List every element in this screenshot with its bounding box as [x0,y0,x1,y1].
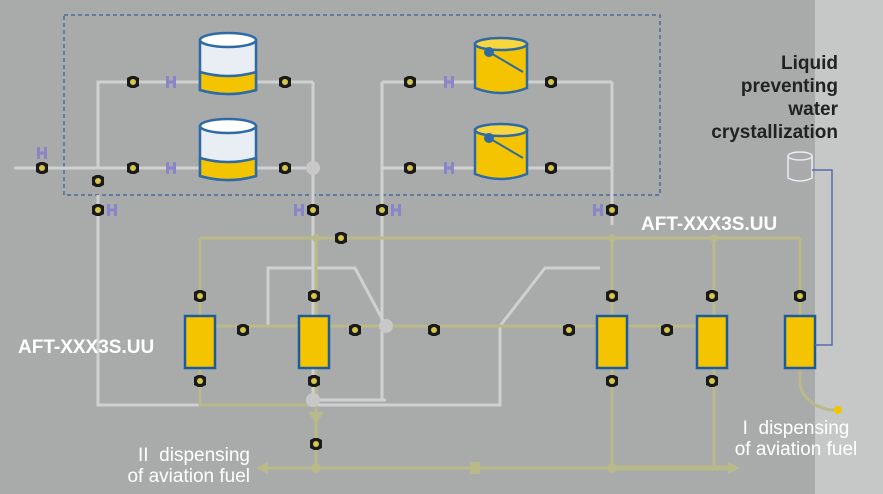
arrow-left [256,462,268,474]
additive-line [812,169,833,346]
nozzle [834,406,842,414]
valve-icon [706,375,718,387]
gate-valve-icon [391,204,401,216]
filter-icon [183,314,217,370]
valve-icon [661,324,673,336]
valve-icon [127,162,139,174]
filter-icon [695,314,729,370]
tank-icon [473,122,529,181]
valve-icon [606,204,618,216]
right-panel-background [815,0,883,494]
gate-valve-icon [107,204,117,216]
liquid-line-2: preventing [740,76,838,97]
filter-model-right: AFT-XXX3S.UU [641,214,778,235]
valve-icon [545,76,557,88]
dispense-right-label: I dispensing of aviation fuel [722,418,870,460]
liquid-line-4: crystallization [711,122,838,143]
tank-icon [473,36,529,95]
valve-icon [237,324,249,336]
dispense-right-numeral: I [742,418,748,439]
valve-icon [349,324,361,336]
valve-icon [428,324,440,336]
valve-icon [563,324,575,336]
storage-area-box [63,14,661,196]
gate-valve-icon [294,204,304,216]
valve-icon [307,204,319,216]
dispense-right-line2: of aviation fuel [734,439,858,460]
gate-valve-icon [166,162,176,174]
filter-model-left: AFT-XXX3S.UU [18,337,155,358]
valve-icon [308,290,320,302]
valve-icon [36,162,48,174]
valve-icon [404,76,416,88]
valve-icon [335,232,347,244]
valve-icon [194,375,206,387]
valve-icon [706,290,718,302]
liquid-label: Liquid preventing water crystallization [711,52,838,144]
fuel-junctions [311,234,718,474]
gate-valve-icon [444,162,454,174]
dispense-left-label: II dispensing of aviation fuel [100,445,250,487]
gate-valve-icon [166,76,176,88]
dispense-left-line2: of aviation fuel [127,466,250,487]
storage-pipes [14,80,614,407]
gate-valve-icon [444,76,454,88]
dispense-left-numeral: II [138,445,149,466]
valve-icon [92,175,104,187]
valve-icon [310,438,322,450]
valve-icon [606,290,618,302]
tank-icon [198,117,258,182]
liquid-line-3: water [788,99,838,120]
valve-icon [92,204,104,216]
gate-valve-icon [37,147,47,159]
arrow-right [728,462,740,474]
liquid-line-1: Liquid [781,53,838,74]
valve-icon [279,162,291,174]
valve-icon [404,162,416,174]
container-icon [787,151,813,182]
filter-icon [783,314,817,370]
valve-icon [376,204,388,216]
valve-icon [794,290,806,302]
dispense-right-line1: dispensing [758,418,850,439]
valve-icon [308,375,320,387]
valve-icon [606,375,618,387]
filter-icon [297,314,331,370]
dispense-left-line1: dispensing [159,445,250,466]
valve-icon [279,76,291,88]
tank-icon [198,31,258,96]
arrow-down [308,412,324,424]
valve-icon [194,290,206,302]
gate-valve-icon [593,204,603,216]
valve-icon [127,76,139,88]
valve-icon [545,162,557,174]
junctions [306,161,393,407]
filter-icon [595,314,629,370]
